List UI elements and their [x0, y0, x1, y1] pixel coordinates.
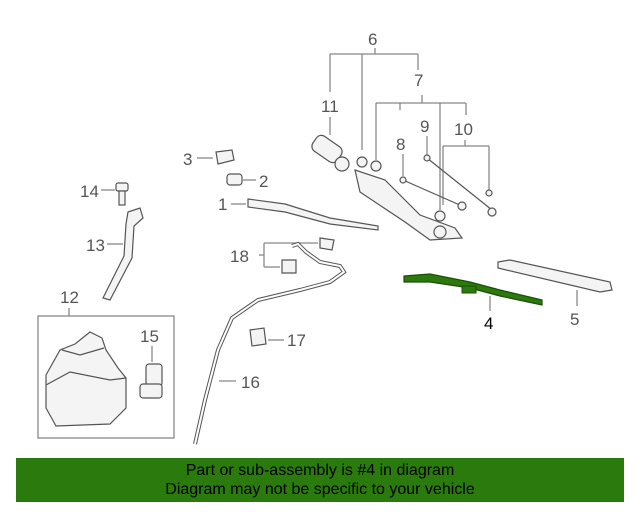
- wiper-nut-2: [226, 173, 243, 186]
- callout-7-leaders: [375, 95, 467, 210]
- callout-11: 11: [321, 97, 339, 116]
- banner-line-1: Part or sub-assembly is #4 in diagram: [185, 462, 455, 479]
- wiper-cap-3: [215, 149, 235, 165]
- part-info-banner: Part or sub-assembly is #4 in diagram Di…: [16, 458, 624, 502]
- washer-hose-16: [194, 242, 346, 445]
- filler-neck-13: [102, 207, 144, 301]
- callout-4: 4: [484, 314, 493, 333]
- callout-15: 15: [140, 327, 159, 346]
- callout-6: 6: [368, 30, 377, 49]
- callout-13: 13: [86, 236, 105, 255]
- callout-5: 5: [570, 310, 579, 329]
- callout-8: 8: [396, 135, 405, 154]
- washer-hose-16-outline: [193, 241, 347, 445]
- callout-17: 17: [287, 331, 306, 350]
- callout-2: 2: [259, 172, 268, 191]
- callout-6-leaders: [329, 48, 419, 150]
- hose-clip-18a: [319, 237, 335, 251]
- banner-line-2: Diagram may not be specific to your vehi…: [165, 481, 475, 498]
- callout-9: 9: [420, 117, 429, 136]
- blade-insert-5: [497, 259, 613, 293]
- washer-nozzle-17: [249, 327, 267, 347]
- callout-12: 12: [60, 288, 79, 307]
- callout-18-leaders: [259, 242, 318, 268]
- callout-18: 18: [230, 247, 249, 266]
- parts-diagram: 6 7 8 9 10 11: [37, 30, 613, 445]
- callout-10-leaders: [442, 140, 490, 205]
- wiper-motor: [311, 134, 350, 172]
- washer-reservoir: [45, 331, 127, 427]
- bolt-14: [115, 182, 129, 206]
- washer-pump-15: [139, 363, 163, 399]
- wiper-linkage: [354, 154, 497, 241]
- callout-10: 10: [454, 120, 473, 139]
- wiper-blade-4: [403, 273, 543, 306]
- wiper-arm-1: [247, 198, 379, 231]
- callout-7: 7: [414, 71, 423, 90]
- hose-clip-18b: [281, 259, 297, 274]
- callout-16: 16: [241, 373, 260, 392]
- callout-1: 1: [218, 195, 227, 214]
- callout-14: 14: [80, 182, 99, 201]
- callout-3: 3: [183, 150, 192, 169]
